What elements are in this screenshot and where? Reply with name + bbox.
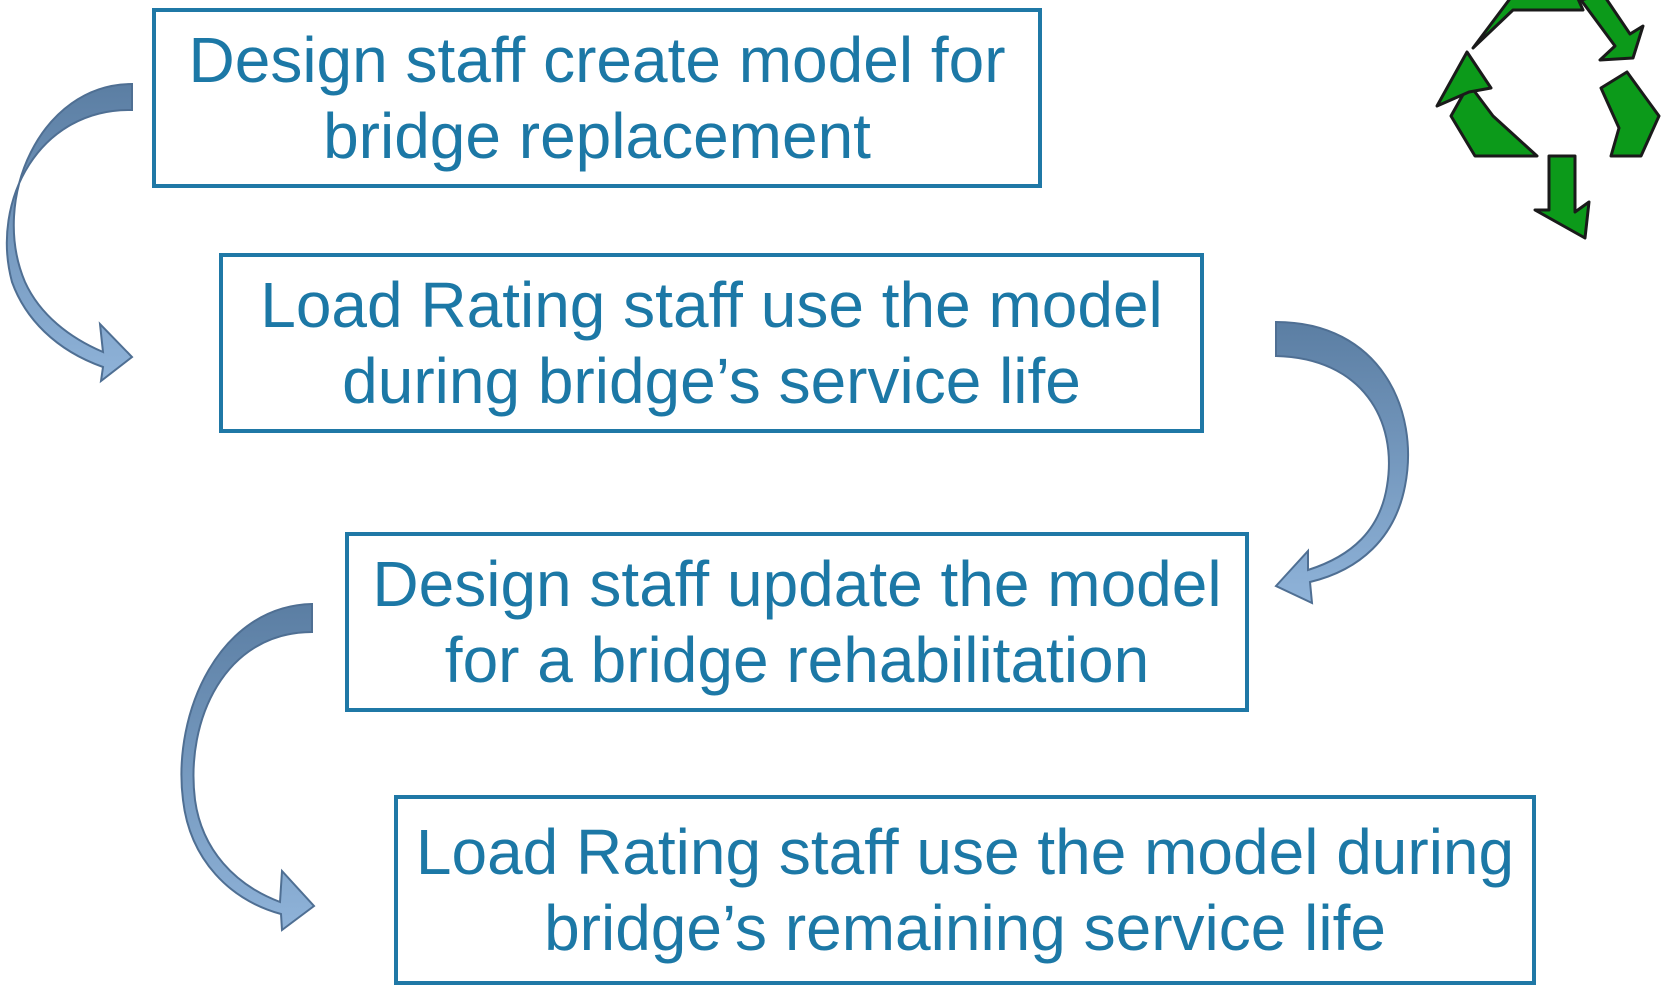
step-text-line: bridge’s remaining service life	[544, 892, 1386, 964]
step-box-design-create: Design staff create model for bridge rep…	[152, 8, 1042, 188]
step-text-line: Load Rating staff use the model during	[415, 816, 1515, 888]
curved-arrow-icon	[1274, 320, 1409, 605]
step-text-line: during bridge’s service life	[342, 345, 1081, 417]
step-box-design-update: Design staff update the model for a brid…	[345, 532, 1249, 712]
recycle-icon	[1435, 0, 1661, 240]
step-box-load-rating-service-life: Load Rating staff use the model during b…	[219, 253, 1204, 433]
curved-arrow-icon	[180, 602, 316, 932]
curved-arrow-icon	[5, 82, 134, 384]
step-text-line: bridge replacement	[323, 100, 871, 172]
step-box-load-rating-remaining-life: Load Rating staff use the model during b…	[394, 795, 1536, 985]
step-text-line: Design staff create model for	[188, 24, 1006, 96]
step-text-line: Design staff update the model	[372, 548, 1222, 620]
step-text-line: Load Rating staff use the model	[260, 269, 1163, 341]
step-text-line: for a bridge rehabilitation	[444, 624, 1150, 696]
